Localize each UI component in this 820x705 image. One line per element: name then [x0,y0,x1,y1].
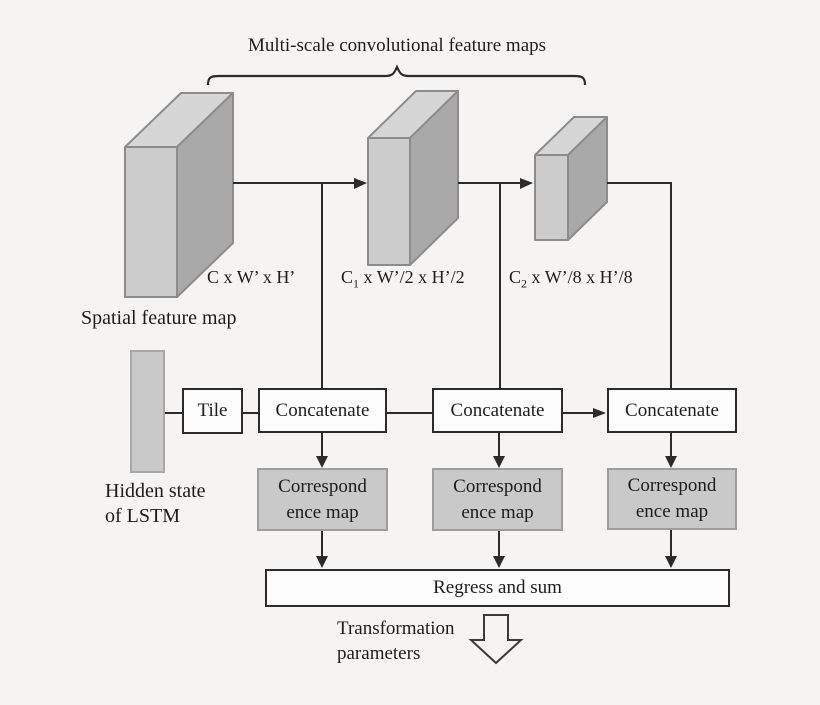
branch-to-concatenate-3 [607,182,672,390]
output-arrow-icon [468,614,524,665]
feature-map-label-2: C1 x W’/2 x H’/2 [341,267,465,291]
concatenate-box-1: Concatenate [258,388,387,433]
arrowhead-corr1 [316,456,328,468]
arrowhead-regress1 [316,556,328,568]
concatenate-box-3: Concatenate [607,388,737,433]
arrowhead-regress2 [493,556,505,568]
arrowhead-corr3 [665,456,677,468]
figure-title: Multi-scale convolutional feature maps [247,35,547,56]
concatenate-box-2: Concatenate [432,388,563,433]
spatial-feature-map-label: Spatial feature map [81,307,237,329]
correspondence-map-box-2: Correspond ence map [432,468,563,531]
transformation-parameters-label: Transformation parameters [337,618,455,664]
arrowhead-corr2 [493,456,505,468]
correspondence-map-box-1: Correspond ence map [257,468,388,531]
arrowhead-into-map3 [520,178,533,189]
arrowhead-regress3 [665,556,677,568]
feature-map-box-3 [534,116,608,241]
correspondence-map-box-3: Correspond ence map [607,468,737,530]
arrowhead-into-map2 [354,178,367,189]
regress-and-sum-box: Regress and sum [265,569,730,607]
tile-box: Tile [182,388,243,434]
hidden-state-rect [130,350,165,473]
hidden-state-label: Hidden state of LSTM [105,480,206,527]
feature-map-box-2 [367,90,459,266]
feature-map-box-1 [124,92,234,298]
feature-map-label-3: C2 x W’/8 x H’/8 [509,267,633,291]
feature-map-label-1: C x W’ x H’ [207,267,296,287]
brace [206,64,587,86]
arrowhead-into-concatenate3 [593,408,606,418]
